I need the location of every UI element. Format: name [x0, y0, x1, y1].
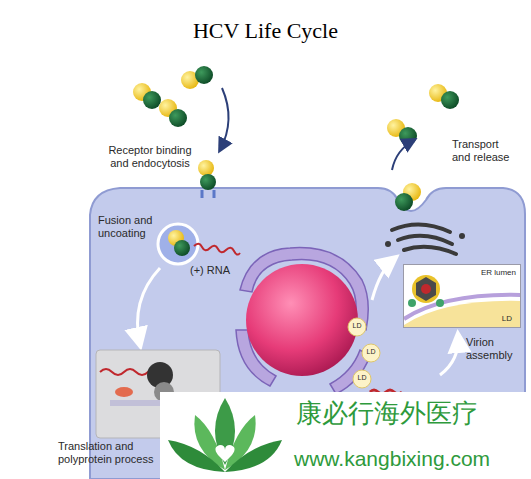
region-label: ER lumen [481, 268, 516, 278]
watermark: 康必行海外医疗 [296, 398, 526, 429]
title: HCV Life Cycle [0, 18, 531, 44]
step-label: Receptor binding and endocytosis [100, 144, 200, 170]
inset-box: ER lumenLD [403, 264, 521, 328]
ld-label: LD [352, 374, 372, 382]
ld-label: LD [502, 314, 512, 324]
step-label: Fusion and uncoating [98, 214, 162, 240]
step-label: Virion assembly [466, 336, 524, 362]
rna-label: (+) RNA [190, 264, 250, 277]
step-label: Transport and release [452, 138, 518, 164]
ld-label: LD [361, 348, 381, 356]
ld-label: LD [347, 322, 367, 330]
step-label: Translation and polyprotein process [58, 440, 168, 466]
watermark: www.kangbixing.com [294, 446, 528, 471]
